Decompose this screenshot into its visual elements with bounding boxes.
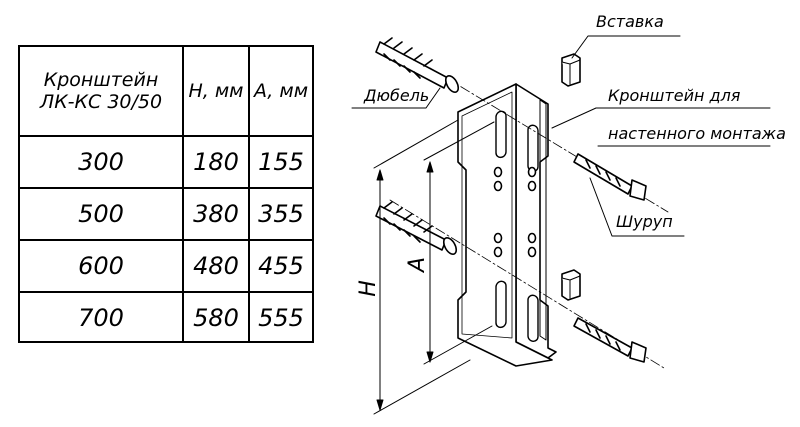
a-cell: 355 <box>258 200 304 228</box>
dowel-icon <box>375 37 460 93</box>
model-cell: 700 <box>20 293 184 343</box>
a-cell: 555 <box>258 304 304 332</box>
insert-icon <box>561 53 581 87</box>
model-cell: 300 <box>20 137 184 187</box>
header-model-line1: Кронштейн <box>43 69 159 91</box>
dowel-label: Дюбель <box>364 86 430 105</box>
a-cell: 455 <box>258 252 304 280</box>
bracket-front-plate <box>457 83 553 367</box>
header-model-line2: ЛК-КС 30/50 <box>39 91 163 113</box>
dimension-lines <box>373 119 495 415</box>
dimensions-table: Кронштейн ЛК-КС 30/50 H, мм A, мм 300 18… <box>18 45 314 343</box>
insert-label: Вставка <box>596 12 664 31</box>
axis-lines <box>389 67 669 369</box>
table-row: 600 480 455 <box>20 241 312 293</box>
bracket-back-flange <box>515 83 557 359</box>
table-row: 500 380 355 <box>20 189 312 241</box>
bracket-holes <box>493 166 537 258</box>
insert-icon <box>561 269 581 301</box>
dimension-a-label: A <box>405 256 431 273</box>
screw-icon <box>573 317 647 363</box>
h-cell: 480 <box>184 241 250 291</box>
leader-lines <box>351 35 771 237</box>
model-cell: 500 <box>20 189 184 239</box>
h-cell: 580 <box>184 293 250 343</box>
bracket-label-line2: настенного монтажа <box>608 124 786 143</box>
h-cell: 180 <box>184 137 250 187</box>
table-header-row: Кронштейн ЛК-КС 30/50 H, мм A, мм <box>20 47 312 137</box>
dowel-icon <box>375 201 458 255</box>
header-h-cell: H, мм <box>184 47 250 135</box>
screw-icon <box>573 153 647 201</box>
table-row: 300 180 155 <box>20 137 312 189</box>
bracket-label-line1: Кронштейн для <box>608 86 741 105</box>
header-model-cell: Кронштейн ЛК-КС 30/50 <box>20 47 184 135</box>
model-cell: 600 <box>20 241 184 291</box>
header-a-cell: A, мм <box>253 80 309 102</box>
table-row: 700 580 555 <box>20 293 312 343</box>
dimension-h-label: H <box>355 280 381 297</box>
a-cell: 155 <box>258 148 304 176</box>
screw-label: Шуруп <box>616 212 673 231</box>
h-cell: 380 <box>184 189 250 239</box>
